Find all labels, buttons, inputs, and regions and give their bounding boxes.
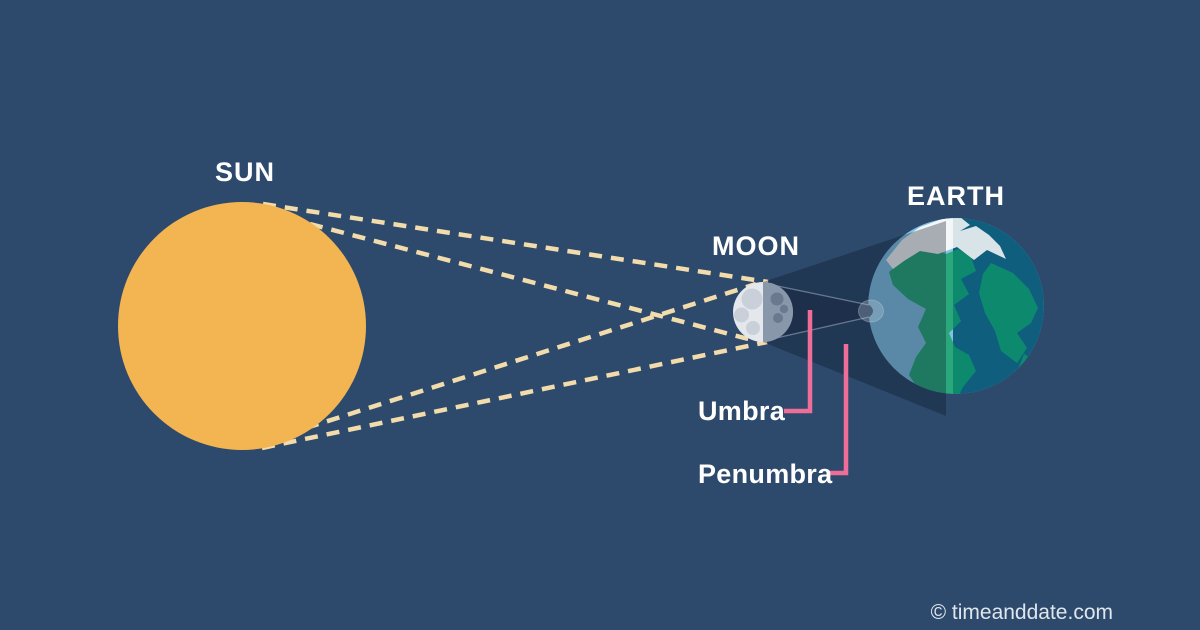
moon-crater bbox=[741, 288, 763, 310]
umbra-cone bbox=[763, 283, 873, 341]
moon-globe bbox=[733, 282, 793, 342]
tangent-ray-top-inner bbox=[309, 221, 757, 344]
moon-craters-lit bbox=[734, 288, 763, 335]
sun-label: SUN bbox=[215, 157, 275, 187]
penumbra-label: Penumbra bbox=[698, 459, 833, 489]
tangent-ray-bottom-inner bbox=[305, 281, 757, 431]
umbra-edge-lines bbox=[762, 282, 870, 342]
moon-crater-dark bbox=[779, 304, 789, 314]
umbra-pointer-line bbox=[784, 310, 813, 414]
moon-craters-shadow bbox=[770, 292, 789, 323]
earth-ocean-night bbox=[953, 218, 1044, 394]
tangent-ray-top-outer bbox=[262, 201, 769, 285]
umbra-label: Umbra bbox=[698, 396, 786, 426]
umbra-edge-top bbox=[762, 282, 870, 306]
umbra-tip bbox=[858, 299, 884, 323]
umbra-edge-bottom bbox=[762, 316, 870, 342]
moon-crater-dark bbox=[770, 292, 784, 306]
earth-globe bbox=[868, 218, 1044, 394]
tangent-rays-group bbox=[261, 201, 769, 451]
moon-shadow-half bbox=[763, 282, 793, 342]
moon-crater bbox=[746, 321, 760, 335]
earth-night-side bbox=[953, 218, 1044, 394]
moon-label: MOON bbox=[712, 231, 800, 261]
tangent-ray-bottom-outer bbox=[261, 339, 768, 451]
moon-crater bbox=[734, 307, 749, 323]
earth-label: EARTH bbox=[907, 181, 1005, 211]
moon-crater-dark bbox=[773, 313, 783, 323]
sun-circle bbox=[118, 202, 366, 450]
watermark: © timeanddate.com bbox=[931, 601, 1113, 624]
penumbra-pointer-line bbox=[829, 344, 849, 476]
